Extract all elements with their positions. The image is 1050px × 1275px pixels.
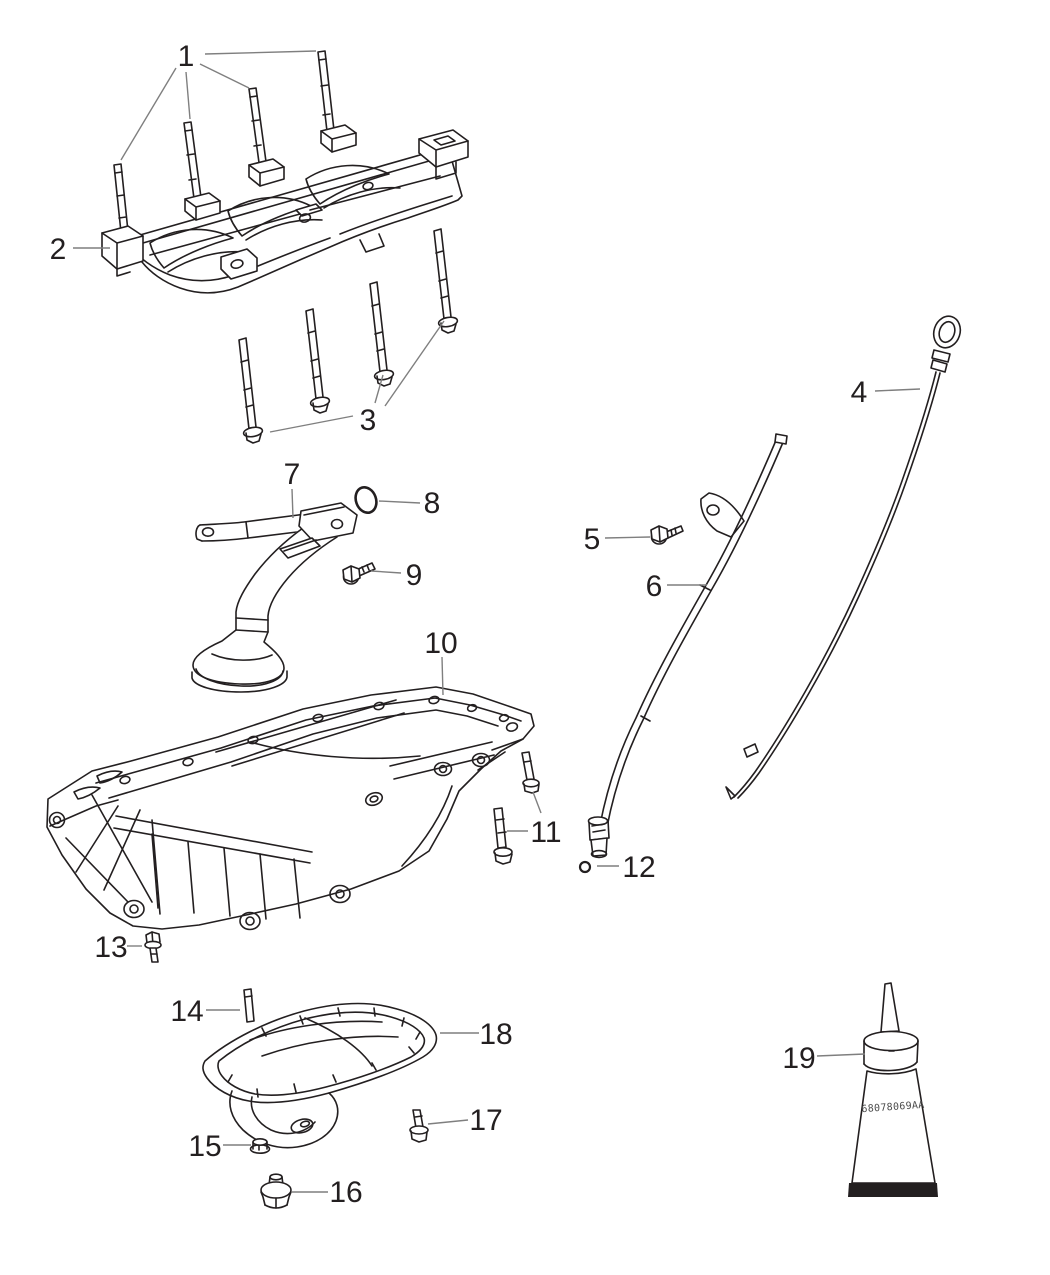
sealant-tube: 68078069AA xyxy=(848,982,938,1197)
callout-labels: 1 2 3 4 5 6 7 8 9 10 11 12 13 14 15 16 1… xyxy=(50,40,868,1209)
callout-6[interactable]: 6 xyxy=(646,570,663,603)
callout-5[interactable]: 5 xyxy=(584,523,601,556)
callout-9[interactable]: 9 xyxy=(406,559,423,592)
leader-3c xyxy=(384,320,445,407)
leader-8 xyxy=(378,500,421,504)
upper-pan-bolts xyxy=(144,751,540,963)
callout-3[interactable]: 3 xyxy=(360,404,377,437)
callout-11[interactable]: 11 xyxy=(530,816,561,849)
callout-1[interactable]: 1 xyxy=(178,40,195,73)
leader-7 xyxy=(291,488,294,519)
callout-14[interactable]: 14 xyxy=(170,995,203,1028)
callout-15[interactable]: 15 xyxy=(188,1130,221,1163)
leader-4 xyxy=(874,388,921,392)
dipstick-tube-o-ring xyxy=(578,860,592,874)
leader-1a xyxy=(120,67,177,161)
long-bolts xyxy=(238,228,459,444)
pickup-bolt xyxy=(342,562,376,585)
callout-17[interactable]: 17 xyxy=(469,1104,502,1137)
drain-plug xyxy=(260,1173,292,1209)
windage-tray xyxy=(101,124,469,294)
callout-19[interactable]: 19 xyxy=(782,1042,815,1075)
leader-1d xyxy=(204,50,317,55)
leader-1c xyxy=(199,63,250,89)
oil-pickup-tube xyxy=(191,502,358,693)
pickup-o-ring xyxy=(354,486,378,514)
leader-19 xyxy=(816,1053,866,1057)
tube-crimp-base xyxy=(848,1183,938,1197)
leader-11a xyxy=(532,791,542,814)
leader-5 xyxy=(604,536,651,539)
lower-oil-pan xyxy=(202,1002,438,1149)
lower-pan-bolt xyxy=(409,1109,429,1143)
leader-3b xyxy=(374,374,384,404)
leader-3a xyxy=(269,415,354,433)
callout-2[interactable]: 2 xyxy=(50,233,67,266)
sealant-part-code: 68078069AA xyxy=(861,1100,925,1115)
callout-7[interactable]: 7 xyxy=(284,458,301,491)
leader-lines xyxy=(73,50,921,1193)
parts-layer: 68078069AA xyxy=(46,50,962,1209)
lower-pan-nut xyxy=(249,1138,271,1155)
lower-pan-stud xyxy=(243,988,255,1023)
dipstick xyxy=(725,315,962,800)
upper-oil-pan xyxy=(46,686,535,931)
callout-4[interactable]: 4 xyxy=(851,376,868,409)
dipstick-tube xyxy=(587,433,788,859)
callout-18[interactable]: 18 xyxy=(479,1018,512,1051)
callout-13[interactable]: 13 xyxy=(94,931,127,964)
callout-12[interactable]: 12 xyxy=(622,851,655,884)
callout-8[interactable]: 8 xyxy=(424,487,441,520)
leader-9 xyxy=(370,570,402,574)
leader-17 xyxy=(427,1119,469,1125)
callout-10[interactable]: 10 xyxy=(424,627,457,660)
dipstick-tube-bolt xyxy=(650,525,684,545)
leader-1b xyxy=(185,71,191,120)
leader-10 xyxy=(441,656,444,696)
callout-16[interactable]: 16 xyxy=(329,1176,362,1209)
